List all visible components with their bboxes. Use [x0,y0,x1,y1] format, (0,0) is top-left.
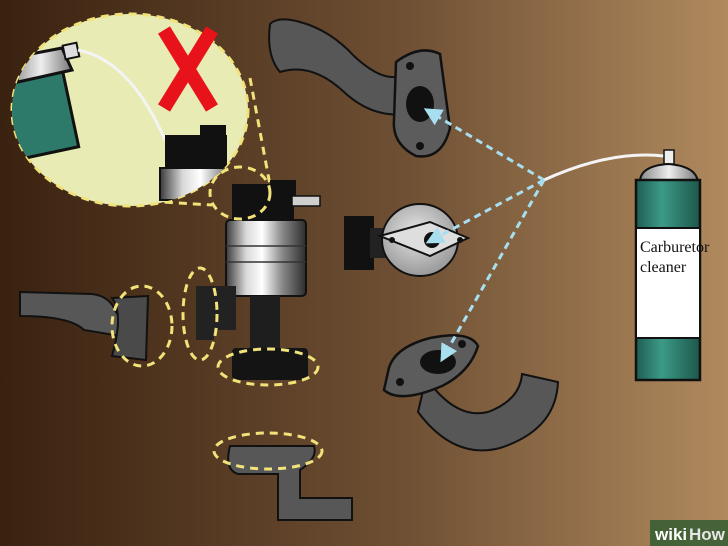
egr-valve [196,180,321,380]
watermark-wiki: wiki [654,525,687,544]
top-intake-pipe [268,18,452,158]
highlight-bottom-pipe [212,431,324,471]
do-not-spray-cross-icon [158,26,218,112]
watermark-how: How [689,525,726,544]
can-label-line1: Carburetor [640,239,710,256]
highlight-valve-top [208,165,272,221]
zoom-spray-straw [77,48,167,141]
spray-arrow-middle [425,178,545,244]
highlight-left-flange [110,284,174,368]
spray-arrow-bottom [440,179,546,363]
spray-straw [543,153,665,182]
highlight-side-port [181,266,219,362]
left-exhaust-pipe [19,290,150,362]
wikihow-watermark: wiki How [650,520,728,546]
carburetor-cleaner-can: Carburetor cleaner [634,149,710,382]
spray-arrows [423,108,546,363]
highlight-bottom-port [216,347,320,387]
can-label-line2: cleaner [640,259,687,276]
middle-valve-disc [344,203,471,277]
spray-arrow-top [423,108,545,182]
highlight-circles [110,165,324,471]
